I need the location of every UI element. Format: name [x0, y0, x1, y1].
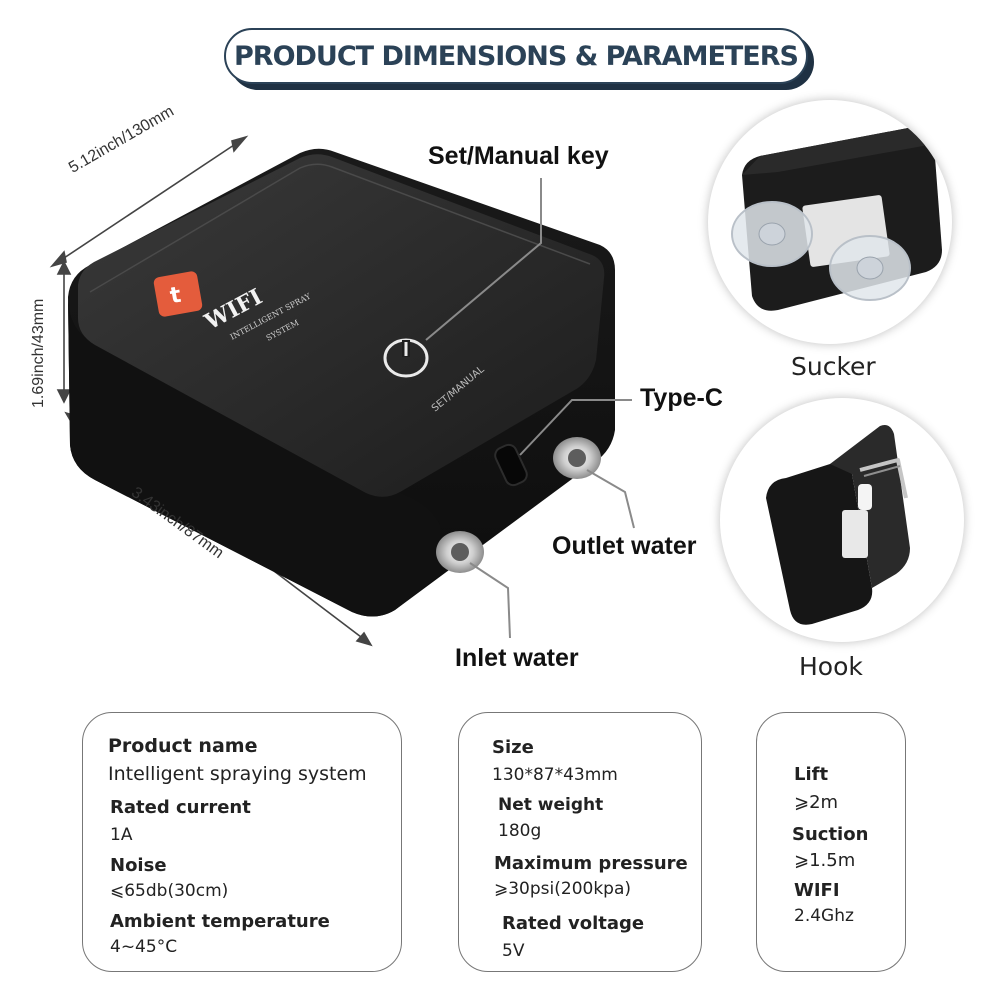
spec-value: 4~45°C: [110, 937, 178, 957]
sucker-image: [708, 100, 952, 344]
outlet-callout: Outlet water: [552, 532, 697, 560]
hook-caption: Hook: [799, 652, 863, 681]
spec-label: Product name: [108, 735, 258, 757]
spec-label: Ambient temperature: [110, 911, 330, 932]
spec-card-2: Size 130*87*43mm Net weight 180g Maximum…: [458, 712, 702, 972]
spec-value: 1A: [110, 825, 133, 845]
spec-card-1: Product name Intelligent spraying system…: [82, 712, 402, 972]
height-dimension: 1.69inch/43mm: [30, 298, 47, 408]
type-c-callout: Type-C: [640, 384, 723, 412]
device-illustration: t WIFI INTELLIGENT SPRAY SYSTEM SET/MANU…: [49, 135, 635, 647]
page-title: PRODUCT DIMENSIONS & PARAMETERS: [233, 40, 799, 72]
power-button-icon[interactable]: [383, 338, 429, 378]
spec-value: ⩾2m: [794, 792, 839, 813]
inlet-callout: Inlet water: [455, 644, 579, 672]
set-key-callout: Set/Manual key: [428, 142, 609, 170]
spec-value: ⩾30psi(200kpa): [494, 879, 632, 899]
spec-label: Suction: [792, 824, 869, 845]
spec-label: Lift: [794, 764, 829, 785]
spec-card-3: Lift ⩾2m Suction ⩾1.5m WIFI 2.4Ghz: [756, 712, 906, 972]
sucker-caption: Sucker: [791, 352, 876, 381]
title-banner: PRODUCT DIMENSIONS & PARAMETERS: [224, 28, 808, 84]
spec-value: 180g: [498, 821, 542, 841]
spec-value: 2.4Ghz: [794, 906, 854, 926]
spec-label: WIFI: [794, 880, 840, 901]
hook-image: [720, 398, 964, 642]
spec-label: Rated voltage: [502, 913, 645, 934]
spec-label: Noise: [110, 855, 167, 876]
spec-value: Intelligent spraying system: [108, 763, 367, 785]
spec-label: Size: [492, 737, 534, 758]
svg-text:t: t: [168, 283, 183, 310]
type-c-port: [494, 443, 528, 487]
spec-label: Maximum pressure: [494, 853, 688, 874]
spec-value: 130*87*43mm: [492, 765, 618, 785]
spec-label: Rated current: [110, 797, 251, 818]
spec-label: Net weight: [498, 795, 604, 815]
spec-value: ⩾1.5m: [794, 850, 856, 871]
spec-value: 5V: [502, 941, 525, 961]
spec-value: ⩽65db(30cm): [110, 881, 229, 901]
